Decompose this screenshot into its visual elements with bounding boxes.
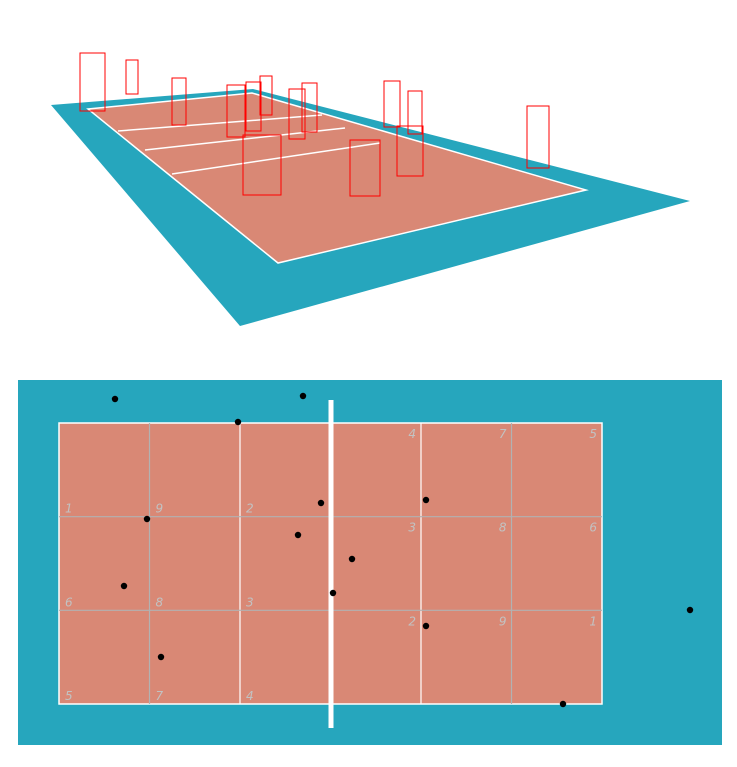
zone-label: 4: [246, 689, 254, 703]
player-dot: [143, 515, 151, 523]
perspective-court-line: [117, 114, 323, 132]
zone-label: 1: [65, 502, 73, 516]
player-dot: [422, 622, 430, 630]
detection-box: [242, 134, 282, 196]
detection-box: [526, 105, 550, 169]
zone-label: 2: [246, 502, 254, 516]
zone-label: 3: [246, 595, 254, 609]
player-dot: [120, 582, 128, 590]
detection-box: [259, 75, 273, 116]
perspective-court-line: [171, 142, 381, 175]
detection-box: [396, 125, 424, 177]
player-dot: [422, 496, 430, 504]
detection-box: [383, 80, 401, 128]
detection-box: [245, 81, 262, 132]
detection-box: [407, 90, 423, 135]
detection-box: [226, 84, 246, 138]
player-dot: [559, 700, 567, 708]
zone-label: 9: [499, 614, 507, 628]
perspective-detection-boxes: [79, 52, 550, 197]
player-dot: [294, 531, 302, 539]
player-dot: [111, 395, 119, 403]
detection-box: [125, 59, 139, 95]
zone-label: 4: [408, 427, 416, 441]
zone-label: 8: [156, 595, 164, 609]
detection-box: [288, 88, 306, 140]
player-dot: [299, 392, 307, 400]
perspective-playing-court: [86, 92, 589, 264]
zone-label: 5: [589, 427, 597, 441]
player-dot: [329, 589, 337, 597]
topdown-court-view: 1 9 2 6 8 3 5 7 4 4 7 5 3 8 6 2 9 1: [18, 380, 722, 745]
zone-label: 3: [408, 521, 416, 535]
zone-label: 9: [156, 502, 164, 516]
zone-label: 6: [65, 595, 73, 609]
detection-box: [79, 52, 106, 112]
zone-label: 7: [499, 427, 507, 441]
player-dot: [234, 418, 242, 426]
zone-label: 7: [156, 689, 164, 703]
perspective-court-view: [51, 52, 690, 326]
zone-label: 6: [589, 521, 597, 535]
detection-box: [349, 139, 381, 197]
topdown-zone-labels: 1 9 2 6 8 3 5 7 4 4 7 5 3 8 6 2 9 1: [65, 427, 597, 703]
player-dot: [686, 606, 694, 614]
detection-box: [171, 77, 187, 126]
zone-label: 1: [589, 614, 597, 628]
topdown-player-positions: [111, 392, 694, 708]
player-dot: [348, 555, 356, 563]
player-dot: [157, 653, 165, 661]
zone-label: 8: [499, 521, 507, 535]
detection-box: [301, 82, 318, 133]
zone-label: 2: [408, 614, 416, 628]
zone-label: 5: [65, 689, 73, 703]
player-dot: [317, 499, 325, 507]
